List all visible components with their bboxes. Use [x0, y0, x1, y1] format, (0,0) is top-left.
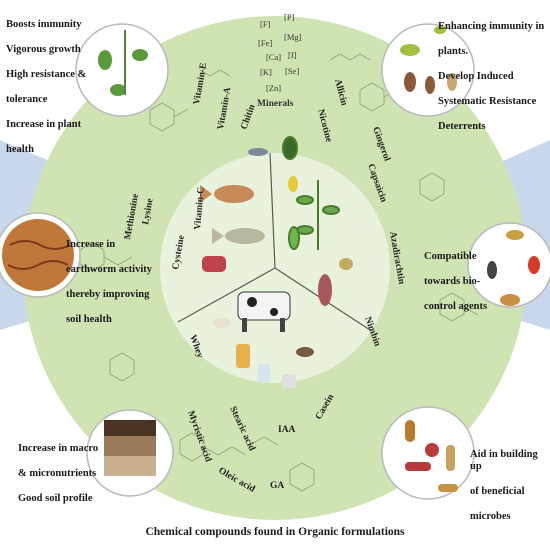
- meat-icon: [202, 256, 226, 272]
- insect-icon: [400, 26, 457, 94]
- mineral-fe: [Fe]: [258, 38, 272, 48]
- soil-icon: [2, 219, 74, 291]
- figure-caption: Chemical compounds found in Organic form…: [145, 526, 405, 538]
- bee-circle: [467, 222, 550, 308]
- mineral-k: [K]: [260, 67, 272, 77]
- label-ga: GA: [270, 481, 284, 491]
- plant-icon: [282, 136, 353, 306]
- milk-icon: [213, 318, 314, 388]
- fish-icon: [200, 148, 268, 244]
- benefit-middle-right: Compatible towards bio- control agents: [424, 250, 488, 312]
- label-vitamin-c: Vitamin-C: [193, 186, 207, 230]
- mineral-ca: [Ca]: [266, 52, 281, 62]
- mineral-i: [I]: [288, 50, 297, 60]
- benefit-bottom-left: Increase in macro & micronutrients Good …: [18, 442, 99, 504]
- minerals-block: [P] [F] [Fe] [Mg] [Ca] [I] [K] [Se] [Zn]…: [257, 12, 302, 109]
- molecule-structures: [79, 53, 479, 492]
- mineral-f: [F]: [260, 19, 271, 29]
- benefit-bottom-right: Aid in building up of beneficial microbe…: [470, 448, 538, 523]
- microbe-icon: [405, 420, 458, 492]
- benefit-top-left: Boosts immunity Vigorous growth High res…: [6, 18, 87, 155]
- mineral-p: [P]: [284, 12, 295, 22]
- seedling-icon: [98, 30, 148, 96]
- bee-icon: [487, 230, 540, 306]
- mineral-zn: [Zn]: [266, 83, 281, 93]
- minerals-label: Minerals: [257, 99, 294, 109]
- label-lysine: Lysine: [141, 198, 155, 226]
- mineral-se: [Se]: [285, 66, 299, 76]
- benefit-top-right: Enhancing immunity in plants. Develop In…: [438, 20, 545, 132]
- mineral-mg: [Mg]: [284, 32, 302, 42]
- seedling-circle: [75, 23, 169, 117]
- cow-icon: [237, 291, 291, 332]
- label-iaa: IAA: [278, 425, 296, 435]
- benefit-middle-left: Increase in earthworm activity thereby i…: [66, 238, 153, 325]
- profile-icon: [104, 420, 156, 476]
